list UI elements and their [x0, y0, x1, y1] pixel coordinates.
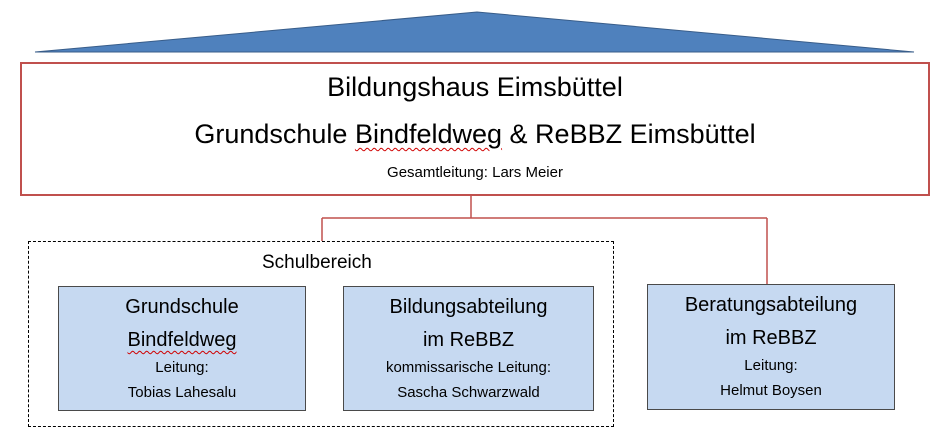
main-organization-box: Bildungshaus Eimsbüttel Grundschule Bind… — [20, 62, 930, 196]
dept-name-line1: Grundschule — [125, 296, 239, 318]
dept-name-line2-text: Bindfeldweg — [127, 329, 237, 351]
subtitle-part-b: Bindfeldweg — [354, 119, 503, 149]
dept-name-line2: im ReBBZ — [422, 329, 515, 351]
dept-bildungsabteilung: Bildungsabteilung im ReBBZ kommissarisch… — [343, 286, 594, 411]
dept-leadership-label: kommissarische Leitung: — [385, 359, 552, 376]
subtitle-part-c: & ReBBZ Eimsbüttel — [502, 119, 756, 149]
dept-name-line2: im ReBBZ — [725, 327, 817, 349]
roof-triangle — [34, 11, 915, 53]
dept-leader-name: Helmut Boysen — [720, 382, 822, 399]
dept-name-line1: Beratungsabteilung — [684, 294, 858, 316]
subtitle-part-a: Grundschule — [194, 119, 355, 149]
main-subtitle: Grundschule Bindfeldweg & ReBBZ Eimsbütt… — [22, 119, 928, 150]
dept-leadership-label: Leitung: — [155, 359, 209, 376]
dept-beratungsabteilung: Beratungsabteilung im ReBBZ Leitung: Hel… — [647, 284, 895, 410]
school-area-box — [28, 241, 614, 427]
dept-leader-name: Sascha Schwarzwald — [397, 384, 540, 401]
dept-leader-name: Tobias Lahesalu — [127, 384, 237, 401]
dept-name-line2: Bindfeldweg — [59, 329, 305, 352]
main-title: Bildungshaus Eimsbüttel — [327, 72, 623, 102]
school-area-label: Schulbereich — [262, 252, 372, 273]
main-leadership: Gesamtleitung: Lars Meier — [387, 164, 563, 181]
dept-name-line1: Bildungsabteilung — [389, 296, 548, 318]
dept-grundschule: Grundschule Bindfeldweg Leitung: Tobias … — [58, 286, 306, 411]
dept-leadership-label: Leitung: — [744, 357, 798, 374]
